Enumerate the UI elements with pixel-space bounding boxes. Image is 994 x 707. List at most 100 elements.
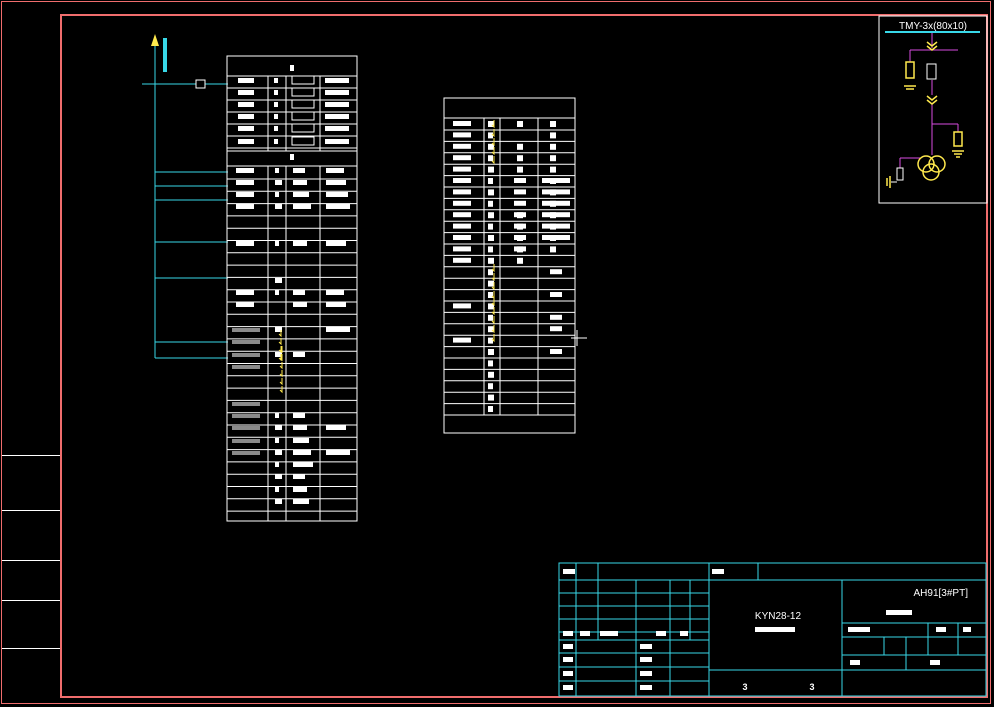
glyph-mark (293, 425, 307, 430)
glyph-mark (453, 337, 471, 343)
glyph-mark (326, 204, 350, 209)
glyph-mark (488, 212, 494, 219)
glyph-mark (275, 241, 279, 246)
glyph-mark (488, 383, 493, 390)
glyph-mark (232, 414, 260, 418)
glyph-mark (293, 438, 309, 443)
glyph-mark (293, 352, 305, 357)
glyph-mark (488, 121, 494, 127)
glyph-mark (514, 200, 526, 206)
glyph-mark (293, 204, 311, 209)
glyph-mark (936, 627, 946, 632)
jumper-mark (491, 120, 495, 129)
glyph-mark (236, 180, 254, 185)
glyph-mark (453, 189, 471, 195)
jumper-mark (491, 298, 495, 307)
glyph-mark (517, 257, 523, 264)
terminal-table-2-marks (453, 120, 570, 412)
glyph-mark (488, 257, 494, 264)
glyph-mark (275, 290, 279, 295)
glyph-mark (488, 303, 494, 310)
glyph-mark (453, 303, 471, 309)
glyph-mark (656, 631, 666, 636)
glyph-mark (232, 451, 260, 455)
glyph-mark (550, 143, 556, 150)
glyph-mark (453, 246, 471, 252)
jumper-mark (278, 338, 282, 346)
glyph-mark (488, 189, 494, 196)
glyph-mark (238, 90, 254, 95)
bus-arrow-icon (151, 34, 167, 72)
terminal-symbol-icon (291, 75, 315, 85)
glyph-mark (514, 189, 526, 195)
glyph-mark (275, 278, 282, 283)
jumper-mark (279, 386, 283, 394)
glyph-mark (542, 200, 570, 206)
glyph-mark (488, 292, 493, 298)
sidebar-divider (2, 510, 60, 511)
sidebar-divider (2, 560, 60, 561)
glyph-mark (275, 327, 282, 332)
glyph-mark (488, 337, 493, 344)
glyph-mark (326, 168, 344, 173)
glyph-mark (453, 235, 471, 240)
glyph-mark (275, 450, 282, 455)
glyph-mark (488, 246, 493, 253)
glyph-mark (290, 154, 294, 160)
glyph-mark (275, 438, 279, 443)
glyph-mark (517, 121, 523, 127)
jumper-mark (279, 346, 283, 354)
glyph-mark (488, 143, 494, 150)
glyph-mark (275, 474, 282, 479)
glyph-mark (275, 192, 279, 197)
jumper-mark (279, 378, 283, 386)
glyph-mark (326, 327, 350, 332)
jumper-mark (279, 362, 283, 370)
glyph-mark (275, 499, 282, 504)
glyph-mark (325, 102, 349, 107)
glyph-mark (274, 90, 278, 95)
glyph-mark (488, 360, 493, 367)
glyph-mark (232, 439, 260, 443)
glyph-mark (488, 406, 493, 412)
glyph-mark (550, 121, 556, 127)
glyph-mark (550, 292, 562, 297)
sidebar-divider (2, 600, 60, 601)
glyph-mark (488, 280, 494, 287)
glyph-mark (236, 241, 254, 246)
glyph-mark (326, 180, 346, 185)
glyph-mark (274, 114, 278, 119)
jumper-mark (491, 273, 495, 282)
terminal-symbol-icon (291, 123, 315, 133)
glyph-mark (453, 200, 471, 206)
glyph-mark (236, 204, 254, 209)
glyph-mark (850, 660, 860, 665)
glyph-mark (640, 671, 652, 676)
jumper-mark (491, 156, 495, 165)
glyph-mark (325, 78, 349, 83)
glyph-mark (550, 132, 556, 139)
transformer-label: TMY-3x(80x10) (899, 21, 967, 32)
glyph-mark (514, 178, 526, 183)
glyph-mark (274, 102, 278, 107)
glyph-mark (238, 102, 254, 107)
glyph-mark (238, 139, 254, 144)
glyph-mark (453, 178, 471, 183)
drawing-border-inner (60, 14, 988, 698)
glyph-mark (293, 474, 305, 479)
glyph-mark (488, 166, 494, 173)
glyph-mark (640, 657, 652, 662)
glyph-mark (542, 212, 570, 218)
glyph-mark (325, 114, 349, 119)
glyph-mark (232, 426, 260, 430)
glyph-mark (550, 314, 562, 320)
terminal-symbol-icon (291, 99, 315, 109)
glyph-mark (325, 90, 349, 95)
glyph-mark (514, 246, 526, 252)
glyph-mark (517, 166, 523, 173)
glyph-mark (232, 340, 260, 344)
glyph-mark (453, 132, 471, 138)
fuse-icon (195, 79, 206, 89)
glyph-mark (848, 627, 870, 632)
glyph-mark (886, 610, 912, 615)
